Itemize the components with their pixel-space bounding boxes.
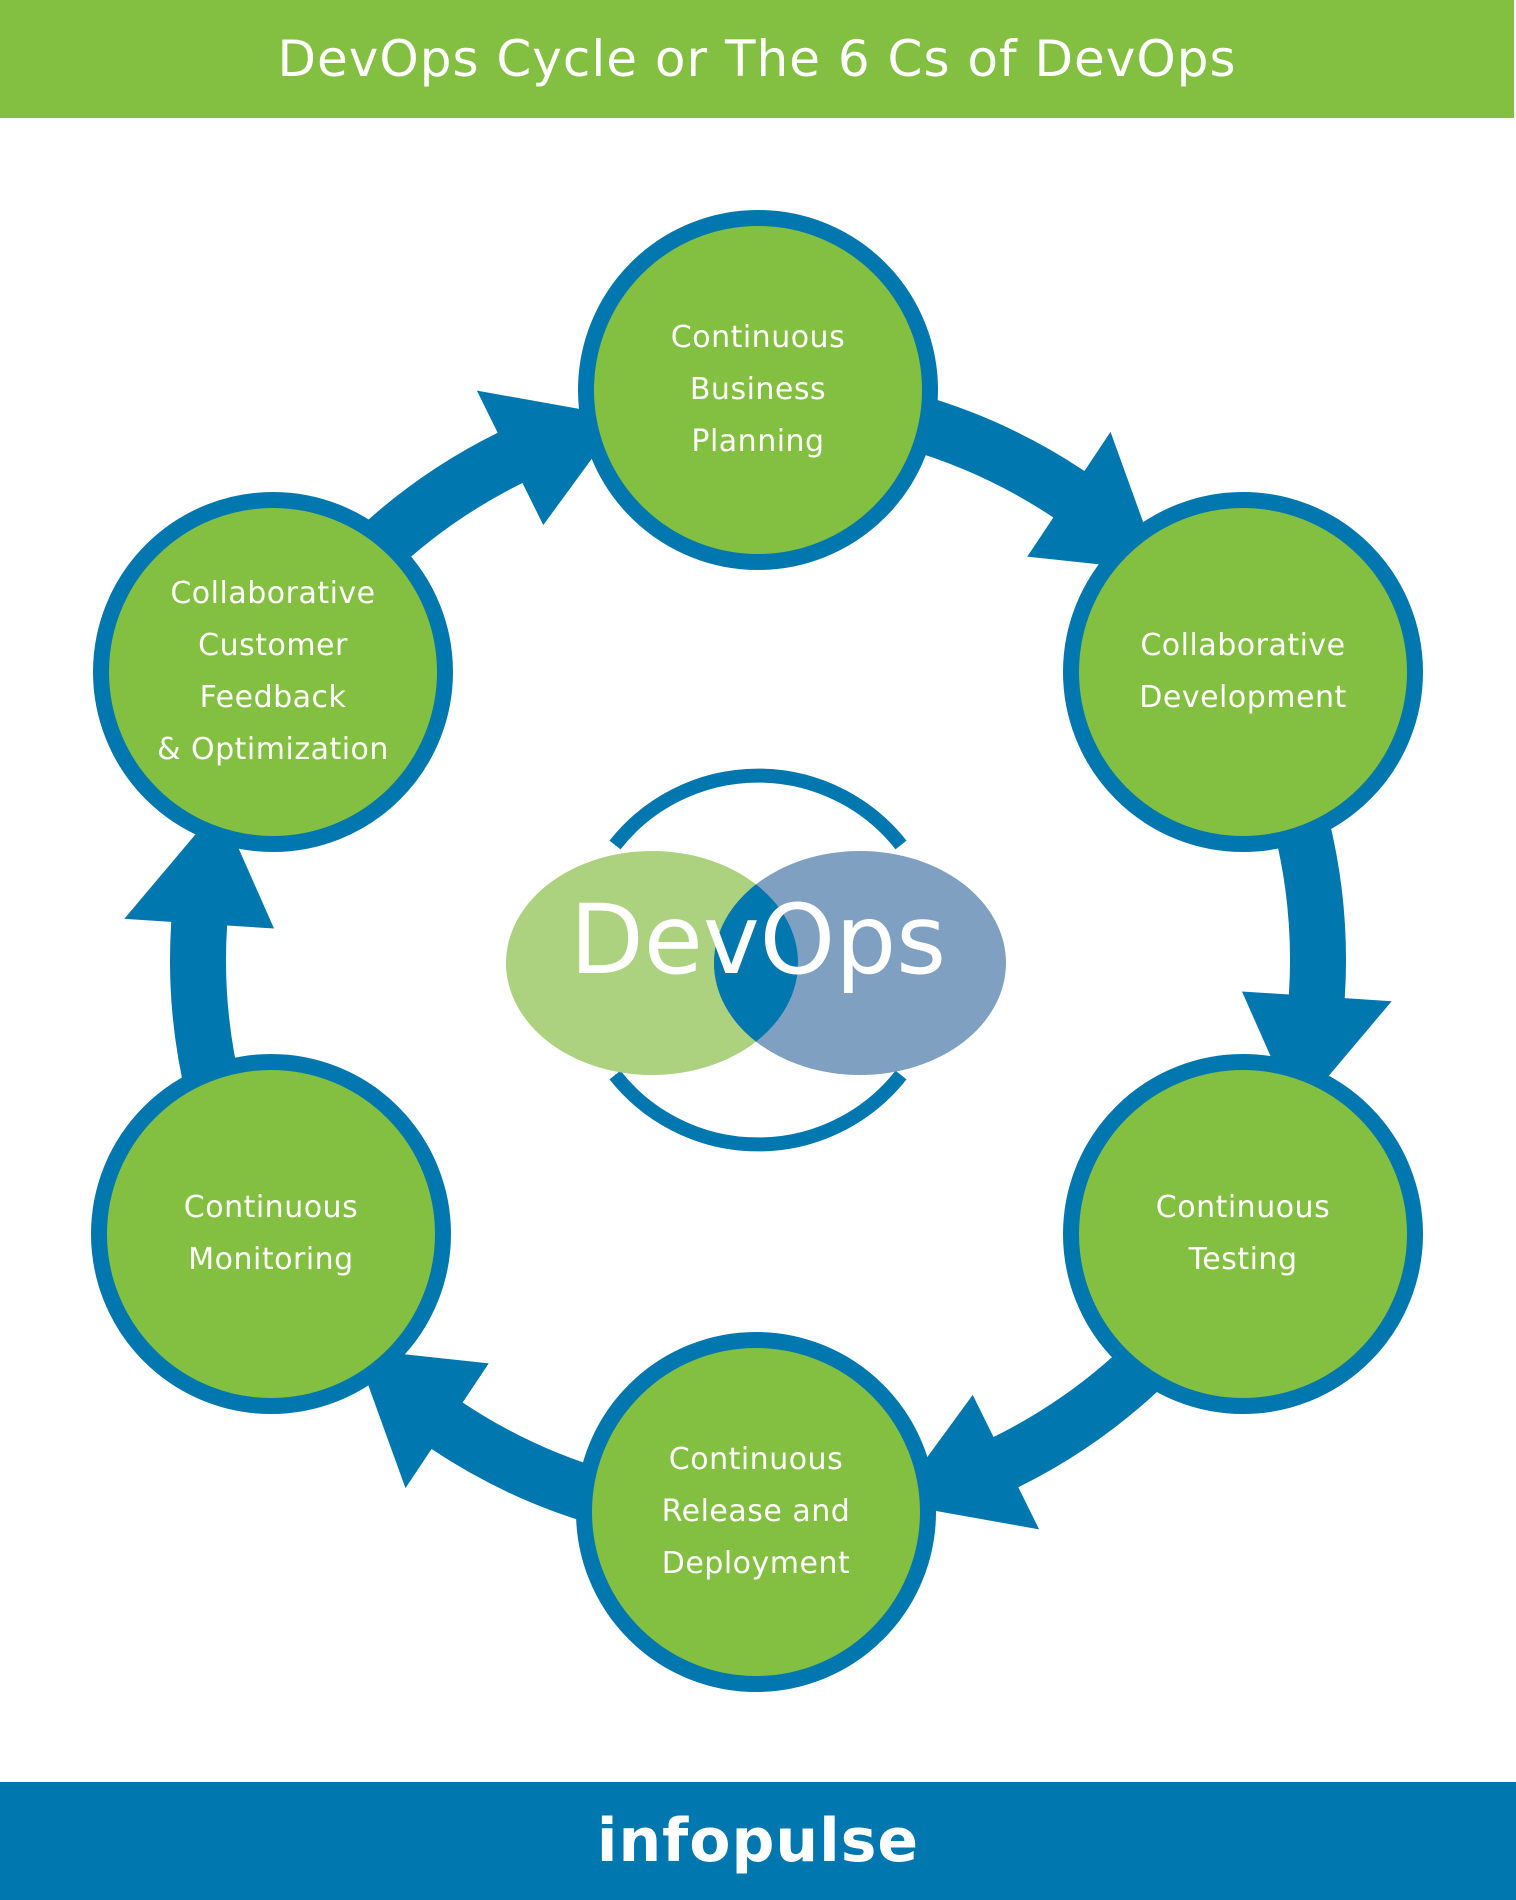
- node-label-line: Continuous: [1155, 1190, 1331, 1225]
- brand-logo: infopulse: [596, 1806, 920, 1876]
- cycle-arrows: [124, 390, 1392, 1530]
- cycle-arrow-2: [1241, 817, 1392, 1115]
- node-label-line: Customer: [198, 628, 348, 663]
- node-label-line: Business: [689, 372, 827, 407]
- header-banner: DevOps Cycle or The 6 Cs of DevOps: [0, 0, 1514, 118]
- devops-center-graphic: [506, 768, 1006, 1152]
- node-label-line: & Optimization: [157, 732, 389, 767]
- center-ring-top: [609, 768, 907, 850]
- node-label-line: Collaborative: [1140, 628, 1346, 663]
- node-label-line: Release and: [661, 1494, 851, 1529]
- node-label-line: Deployment: [661, 1546, 851, 1581]
- cycle-arrow-6: [349, 390, 623, 578]
- cycle-arrow-1: [904, 394, 1161, 571]
- ops-ellipse: [714, 851, 1006, 1075]
- node-label-line: Continuous: [670, 320, 846, 355]
- node-label-line: Collaborative: [170, 576, 376, 611]
- node-circle-business-planning: [578, 210, 938, 570]
- node-label-line: Feedback: [199, 680, 347, 715]
- page-title: DevOps Cycle or The 6 Cs of DevOps: [277, 30, 1237, 88]
- cycle-arrow-3: [893, 1342, 1167, 1530]
- node-label-line: Monitoring: [188, 1242, 354, 1277]
- node-label-line: Continuous: [183, 1190, 359, 1225]
- node-label-line: Planning: [691, 424, 825, 459]
- cycle-nodes: [91, 210, 1423, 1692]
- footer-banner: infopulse: [0, 1782, 1516, 1900]
- node-circle-collaborative-development: [1063, 492, 1423, 852]
- devops-center-label: DevOps: [569, 884, 947, 996]
- node-circle-continuous-monitoring: [91, 1054, 451, 1414]
- node-label-line: Testing: [1188, 1242, 1298, 1277]
- cycle-arrow-4: [355, 1349, 612, 1526]
- node-label-line: Development: [1139, 680, 1347, 715]
- node-label-line: Continuous: [668, 1442, 844, 1477]
- center-ring-bottom: [609, 1070, 907, 1152]
- cycle-arrow-5: [124, 805, 275, 1103]
- node-circle-continuous-testing: [1063, 1054, 1423, 1414]
- dev-ellipse: [506, 851, 798, 1075]
- node-circle-release-deployment: [576, 1332, 936, 1692]
- node-circle-customer-feedback: [93, 492, 453, 852]
